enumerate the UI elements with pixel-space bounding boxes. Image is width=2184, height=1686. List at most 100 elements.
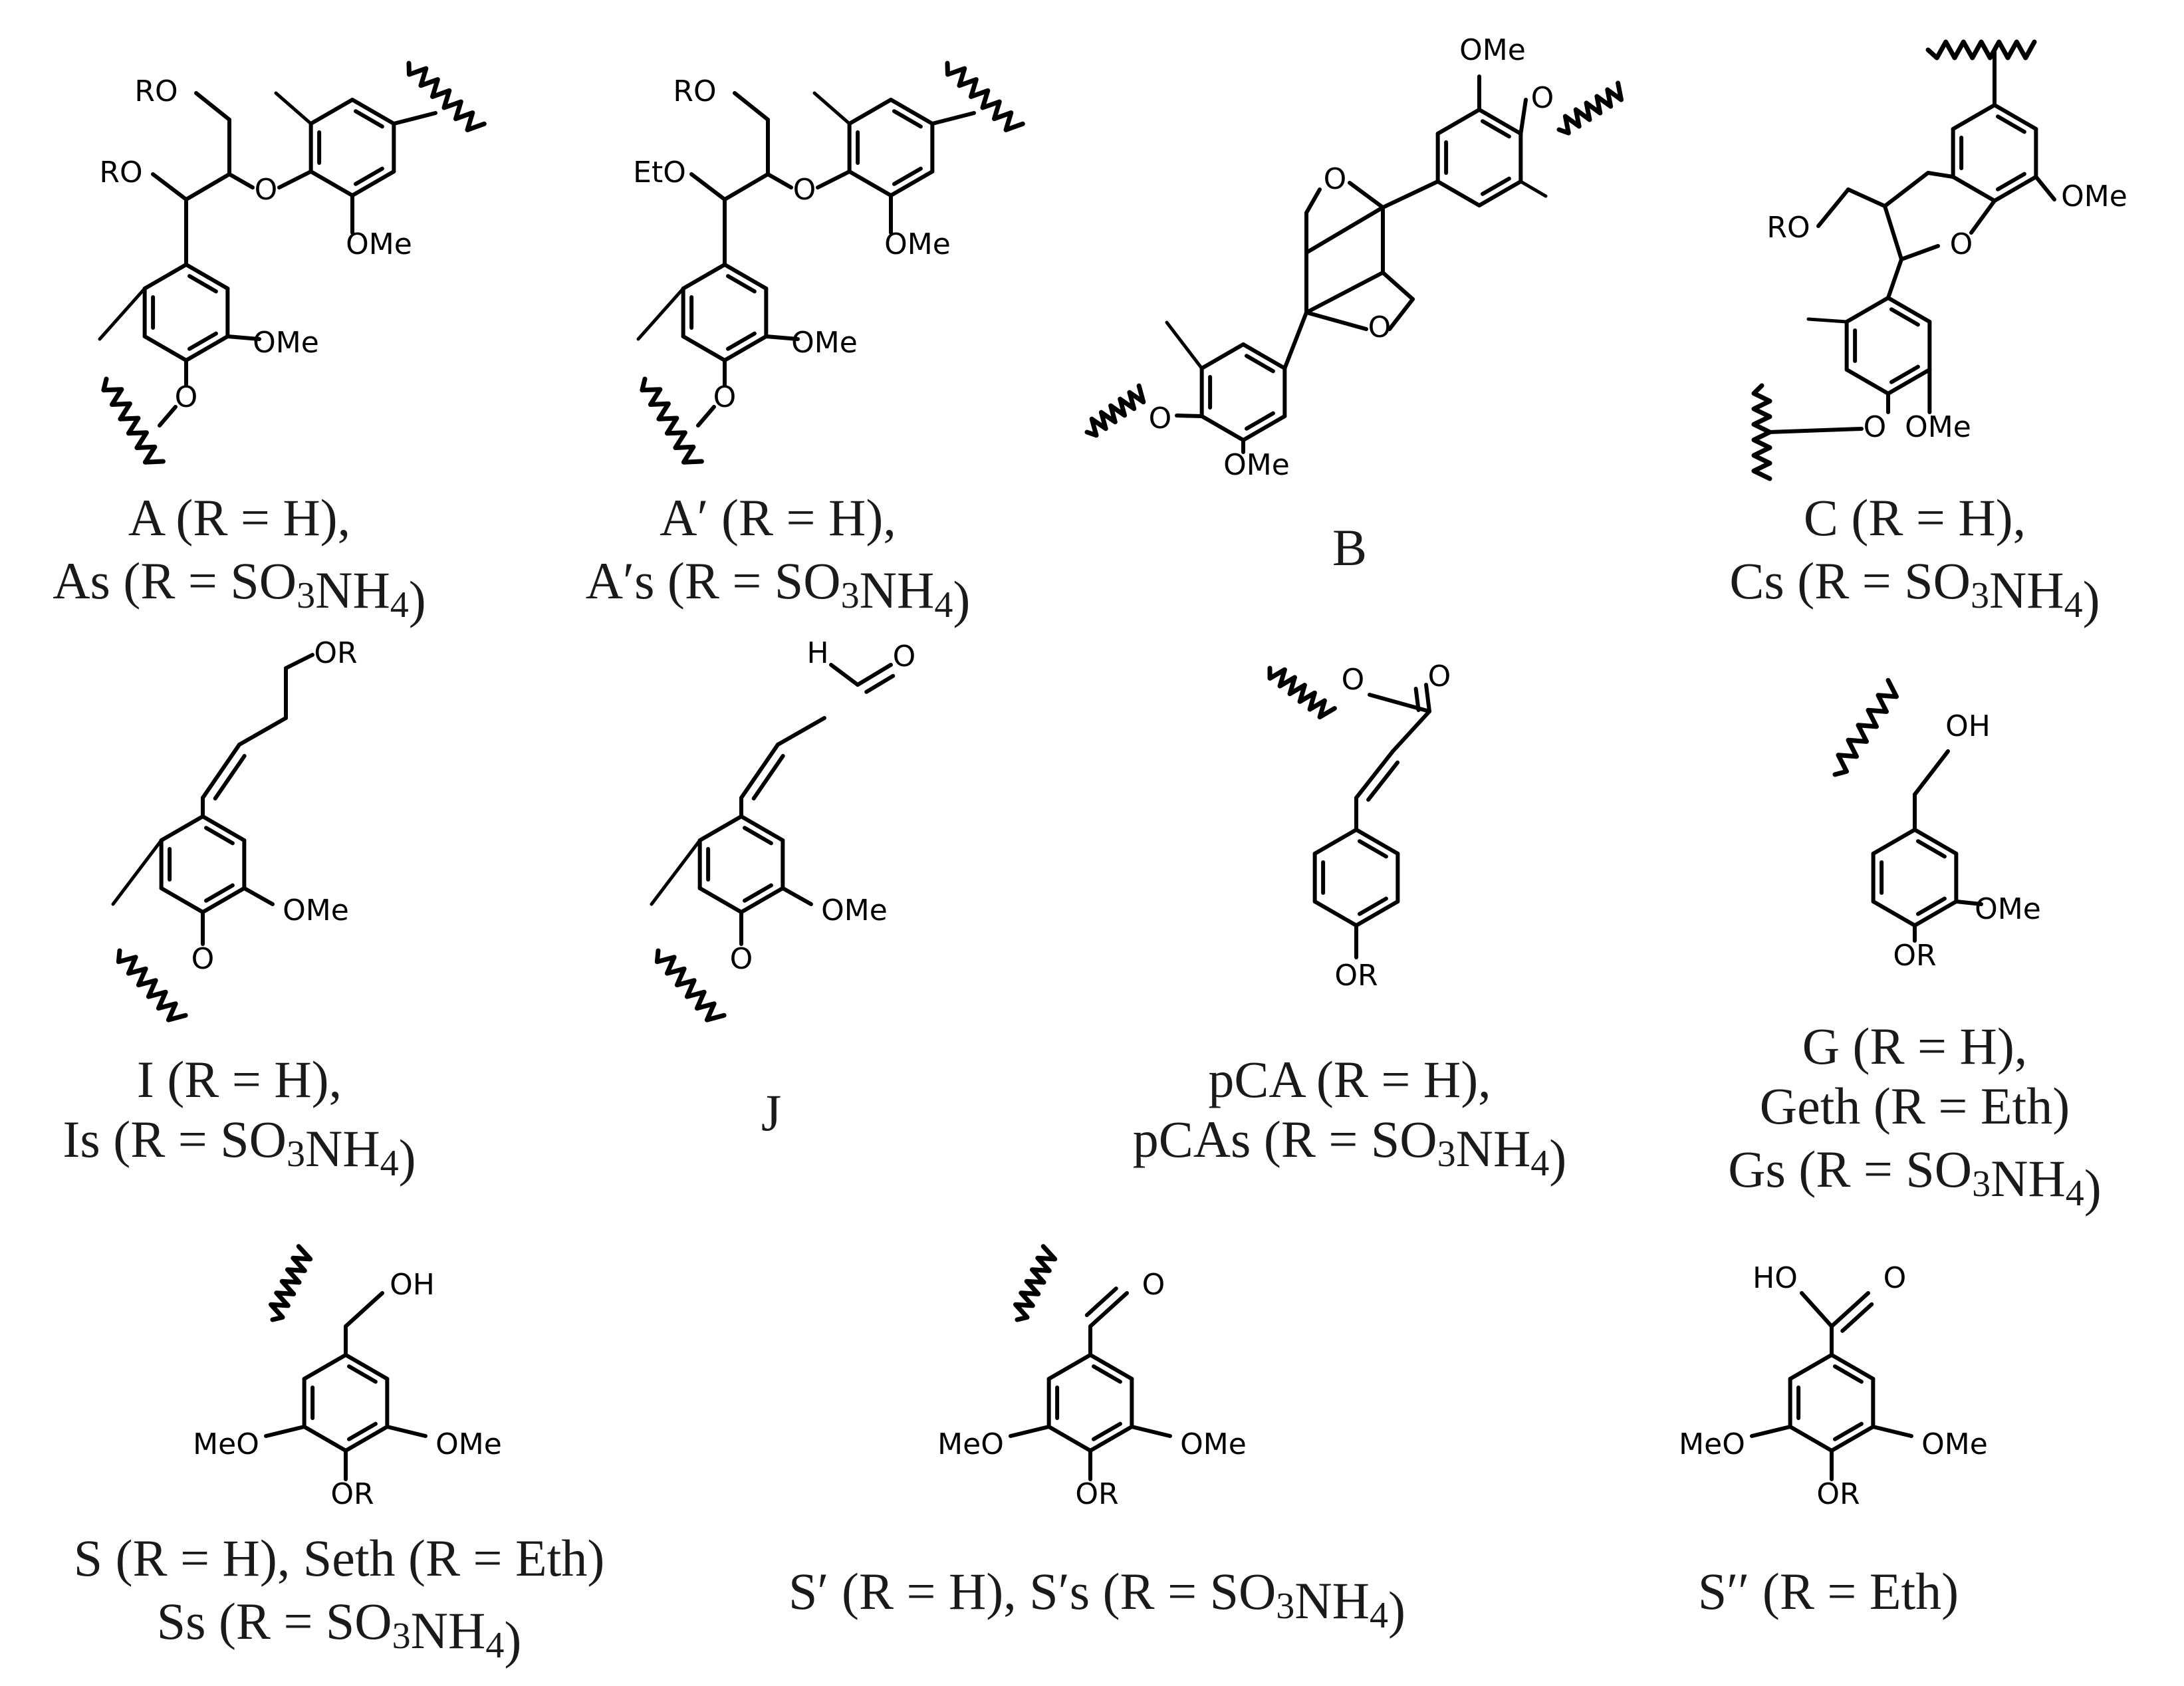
methyl-stub [650,838,702,906]
ring-bond [889,170,935,197]
bond [1954,900,1983,906]
bond [1304,205,1385,255]
bond [151,172,188,201]
aromatic-double-bond [725,331,757,351]
aromatic-double-bond [187,274,218,294]
ring-bond [1046,1425,1092,1453]
aromatic-double-bond [353,109,384,129]
bond [816,170,852,189]
ring-bond [723,263,769,291]
bond [194,91,231,122]
bond [1899,244,1940,261]
wavy-bond-cut [654,948,727,1023]
caption-j-line-1: J [761,1084,781,1142]
caption-b-line-1: B [1332,519,1367,576]
bond [158,405,178,427]
ring-bond [1435,180,1481,207]
aromatic-double-bond [1091,1421,1122,1441]
ring-bond [184,263,230,291]
wavy-bond-cut [116,948,188,1023]
ring-bond [847,98,893,126]
caption-s-double-prime-line-1: S′′ (R = Eth) [1698,1562,1959,1620]
ether-oxygen: O [1864,410,1887,444]
bond [284,653,314,670]
ome-label: OMe [1459,33,1526,67]
ome-label: OMe [1975,892,2041,926]
ether-oxygen: O [730,942,753,976]
bond [1969,199,1997,235]
carbonyl-double-bond [1088,1291,1129,1328]
bond [264,1425,306,1438]
ome-label: OMe [435,1427,502,1461]
ring-bond [847,170,893,197]
ring-bond [1844,368,1890,396]
bond [1391,709,1431,753]
caption-a-prime-line-2: A′s (R = SO3NH4) [586,552,971,628]
bond [689,172,727,201]
bond [733,91,770,122]
bond [1009,1425,1051,1438]
structure-captions: A (R = H),As (R = SO3NH4)A′ (R = H),A′s … [53,489,2102,1669]
aromatic-double-bond [353,166,384,186]
ring-bond [1830,1353,1876,1381]
ring-bond [681,334,727,362]
aromatic-double-bond [1480,119,1511,139]
aromatic-double-bond [725,274,757,294]
ring-bond [302,1353,348,1381]
ring-bond [1913,900,1959,927]
caption-s-line-2: Ss (R = SO3NH4) [157,1592,522,1669]
methyl-stub [1806,317,1849,324]
aromatic-double-bond [1244,411,1275,431]
bond [1304,310,1368,331]
caption-s-prime-line-1: S′ (R = H), S′s (R = SO3NH4) [789,1562,1405,1639]
caption-a-prime-line-1: A′ (R = H), [660,489,896,546]
ring-bond [723,334,769,362]
wavy-bond-cut [1084,383,1146,438]
ring-bond [1951,103,1997,131]
wavy-bond-cut [1556,80,1624,136]
bond [1913,749,1950,796]
bond [1304,187,1322,215]
wavy-bond-cut [640,376,704,465]
hydroxyl-label: OH [390,1268,435,1302]
ester-oxygen: O [1342,663,1365,697]
meo-label: MeO [193,1427,259,1461]
or-label: OR [1334,959,1378,993]
aromatic-double-bond [346,1364,378,1384]
ro-label: RO [99,156,142,189]
aromatic-double-bond [1995,114,2026,134]
wavy-bond-cut [406,60,487,132]
ome-label: OMe [884,227,951,261]
ring-bond [1477,108,1523,136]
bond [1766,427,1864,434]
ome-label: OMe [253,326,319,360]
methyl-stub [812,91,852,126]
carbonyl-double-bond [1830,1291,1870,1328]
bond [764,334,800,341]
or-label: OR [1893,939,1936,973]
ro-label: RO [673,74,716,108]
bond [392,111,437,126]
bond [277,170,313,189]
carbonyl-double-bond [1840,1302,1874,1333]
caption-s-line-1: S (R = H), Seth (R = Eth) [74,1529,605,1587]
hydroxyl-label: OH [1945,709,1991,743]
ring-bond [1046,1353,1092,1381]
aromatic-double-bond [187,331,218,351]
caption-a-line-1: A (R = H), [128,489,350,546]
ring-bond [1871,828,1917,856]
caption-c-line-1: C (R = H), [1804,489,2026,546]
wavy-bond-cut [1832,677,1899,777]
ring-bond [1788,1353,1834,1381]
ring-bond [1993,103,2038,131]
ring-bond [350,170,396,197]
alkene-double-bond [1366,760,1400,802]
aldehyde-h: H [806,636,828,670]
ome-label: OMe [1223,448,1290,482]
bond [184,172,231,201]
aromatic-double-bond [1357,839,1388,859]
ome-label: OMe [1921,1427,1988,1461]
ring-bond [1241,342,1287,370]
ring-bond [344,1425,390,1453]
bond [930,111,976,126]
